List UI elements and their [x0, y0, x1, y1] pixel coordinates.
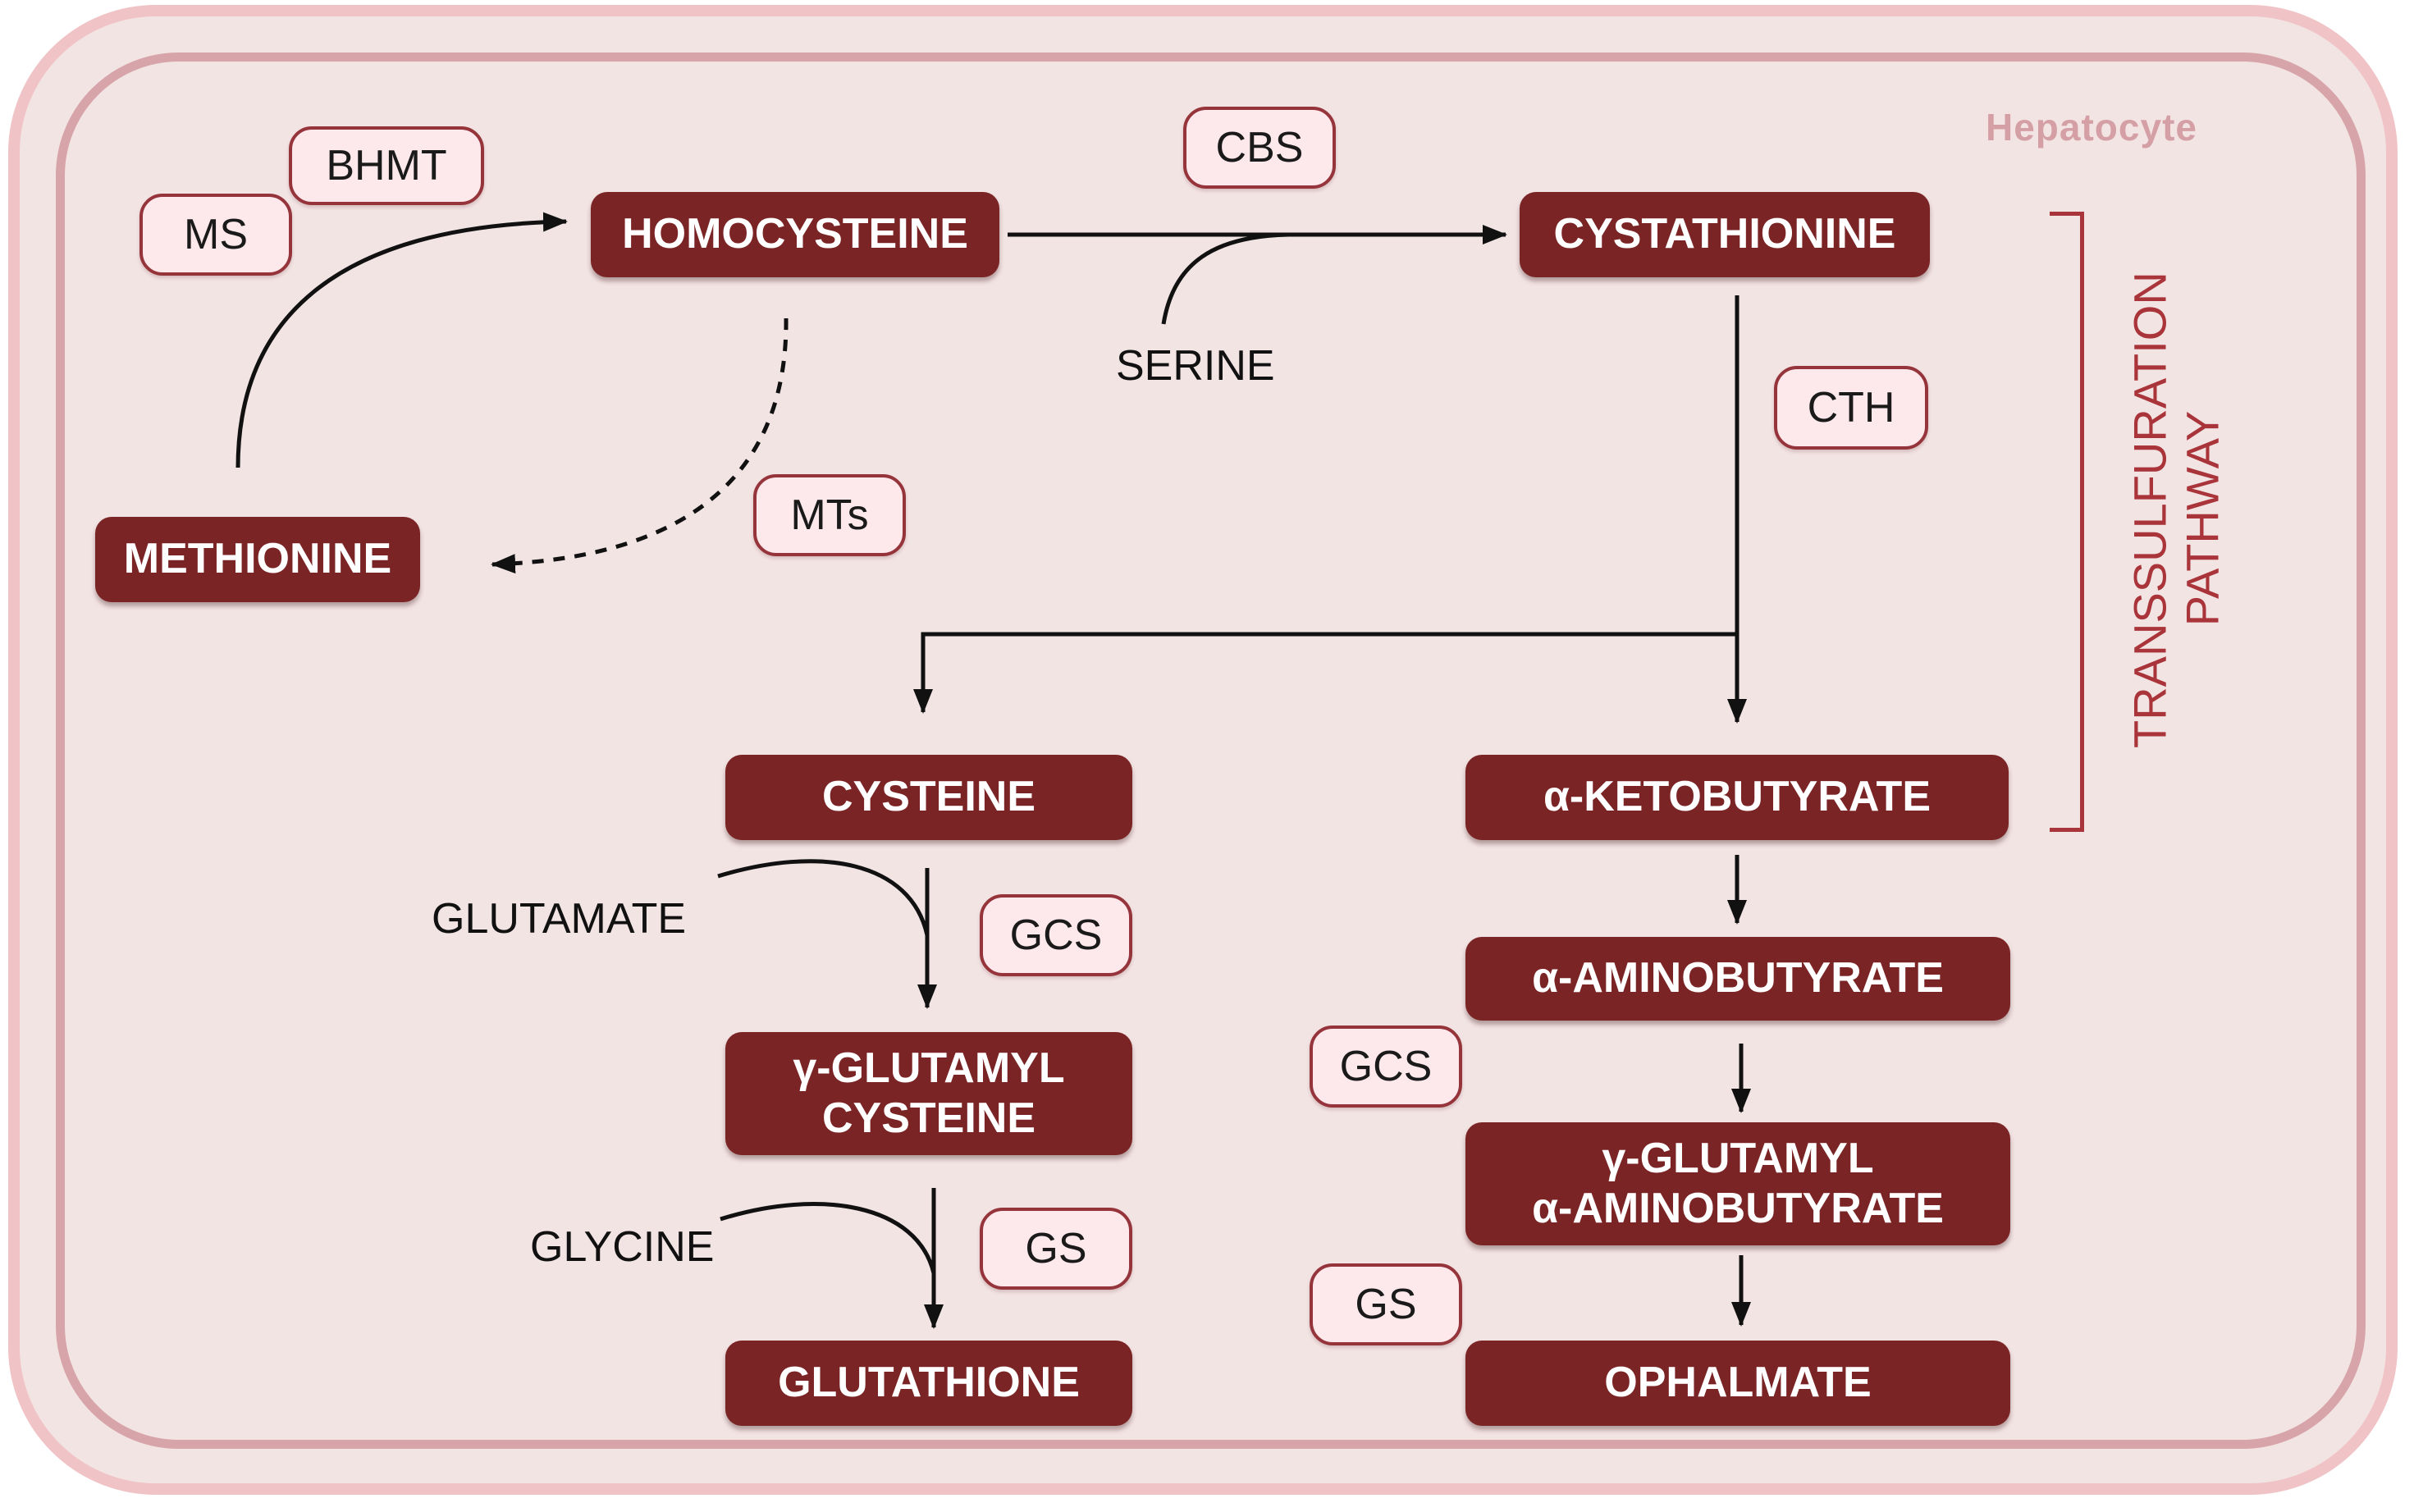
- enzyme-gcs-right: GCS: [1310, 1026, 1462, 1108]
- enzyme-gs-right: GS: [1310, 1263, 1462, 1345]
- molecule-gamma-glutamyl-aminobutyrate: γ-GLUTAMYL α-AMINOBUTYRATE: [1465, 1122, 2010, 1245]
- molecule-cysteine-label: CYSTEINE: [821, 773, 1036, 821]
- transsulfuration-label: TRANSSULFURATION PATHWAY: [2124, 272, 2229, 748]
- molecule-alpha-ketobutyrate-label: α-KETOBUTYRATE: [1543, 773, 1932, 821]
- enzyme-cth: CTH: [1774, 366, 1928, 450]
- molecule-cystathionine-label: CYSTATHIONINE: [1553, 210, 1896, 258]
- enzyme-gcs-left-label: GCS: [1009, 911, 1103, 959]
- molecule-methionine-label: METHIONINE: [123, 535, 392, 583]
- molecule-cysteine: CYSTEINE: [725, 755, 1132, 840]
- enzyme-bhmt: BHMT: [289, 126, 484, 205]
- molecule-cystathionine: CYSTATHIONINE: [1520, 192, 1930, 277]
- molecule-ophalmate-label: OPHALMATE: [1604, 1359, 1872, 1407]
- molecule-glutathione-label: GLUTATHIONE: [778, 1359, 1080, 1407]
- glycine-join-curve: [720, 1202, 936, 1274]
- substrate-glycine: GLYCINE: [530, 1223, 715, 1271]
- molecule-methionine: METHIONINE: [95, 517, 420, 602]
- molecule-alpha-aminobutyrate: α-AMINOBUTYRATE: [1465, 937, 2010, 1021]
- arrow-methionine-to-homocysteine: [235, 212, 568, 468]
- enzyme-bhmt-label: BHMT: [326, 142, 447, 190]
- molecule-ophalmate: OPHALMATE: [1465, 1341, 2010, 1426]
- molecule-homocysteine-label: HOMOCYSTEINE: [622, 210, 968, 258]
- enzyme-cbs-label: CBS: [1215, 124, 1304, 171]
- enzyme-ms-label: MS: [184, 211, 248, 258]
- substrate-glutamate: GLUTAMATE: [432, 895, 687, 943]
- enzyme-gs-left-label: GS: [1025, 1225, 1087, 1272]
- glutamate-join-curve: [717, 859, 930, 936]
- cell-membrane-outer: [8, 5, 2398, 1495]
- enzyme-gs-right-label: GS: [1355, 1281, 1417, 1328]
- enzyme-cth-label: CTH: [1807, 384, 1895, 432]
- molecule-alpha-ketobutyrate: α-KETOBUTYRATE: [1465, 755, 2009, 840]
- enzyme-gs-left: GS: [980, 1208, 1132, 1290]
- molecule-gamma-glutamyl-cysteine: γ-GLUTAMYL CYSTEINE: [725, 1032, 1132, 1155]
- transsulfuration-bracket: [2050, 212, 2084, 832]
- enzyme-cbs: CBS: [1183, 107, 1336, 189]
- cell-membrane-inner: [56, 53, 2366, 1449]
- cell-label: Hepatocyte: [1986, 106, 2197, 148]
- molecule-glutathione: GLUTATHIONE: [725, 1341, 1132, 1426]
- enzyme-ms: MS: [139, 194, 292, 276]
- branch-line-to-cysteine: [913, 632, 1737, 714]
- enzyme-mts: MTs: [753, 474, 906, 556]
- molecule-gamma-glutamyl-cysteine-label: γ-GLUTAMYL CYSTEINE: [793, 1044, 1065, 1142]
- enzyme-gcs-right-label: GCS: [1339, 1043, 1433, 1090]
- molecule-gamma-glutamyl-aminobutyrate-label: γ-GLUTAMYL α-AMINOBUTYRATE: [1532, 1134, 1944, 1232]
- transsulfuration-label-text: TRANSSULFURATION PATHWAY: [2124, 272, 2229, 748]
- enzyme-gcs-left: GCS: [980, 894, 1132, 976]
- enzyme-mts-label: MTs: [790, 491, 869, 539]
- substrate-serine: SERINE: [1116, 342, 1275, 390]
- serine-join-curve: [1161, 232, 1289, 325]
- molecule-alpha-aminobutyrate-label: α-AMINOBUTYRATE: [1532, 954, 1944, 1003]
- molecule-homocysteine: HOMOCYSTEINE: [591, 192, 999, 277]
- arrow-homocysteine-to-methionine-dashed: [491, 317, 789, 574]
